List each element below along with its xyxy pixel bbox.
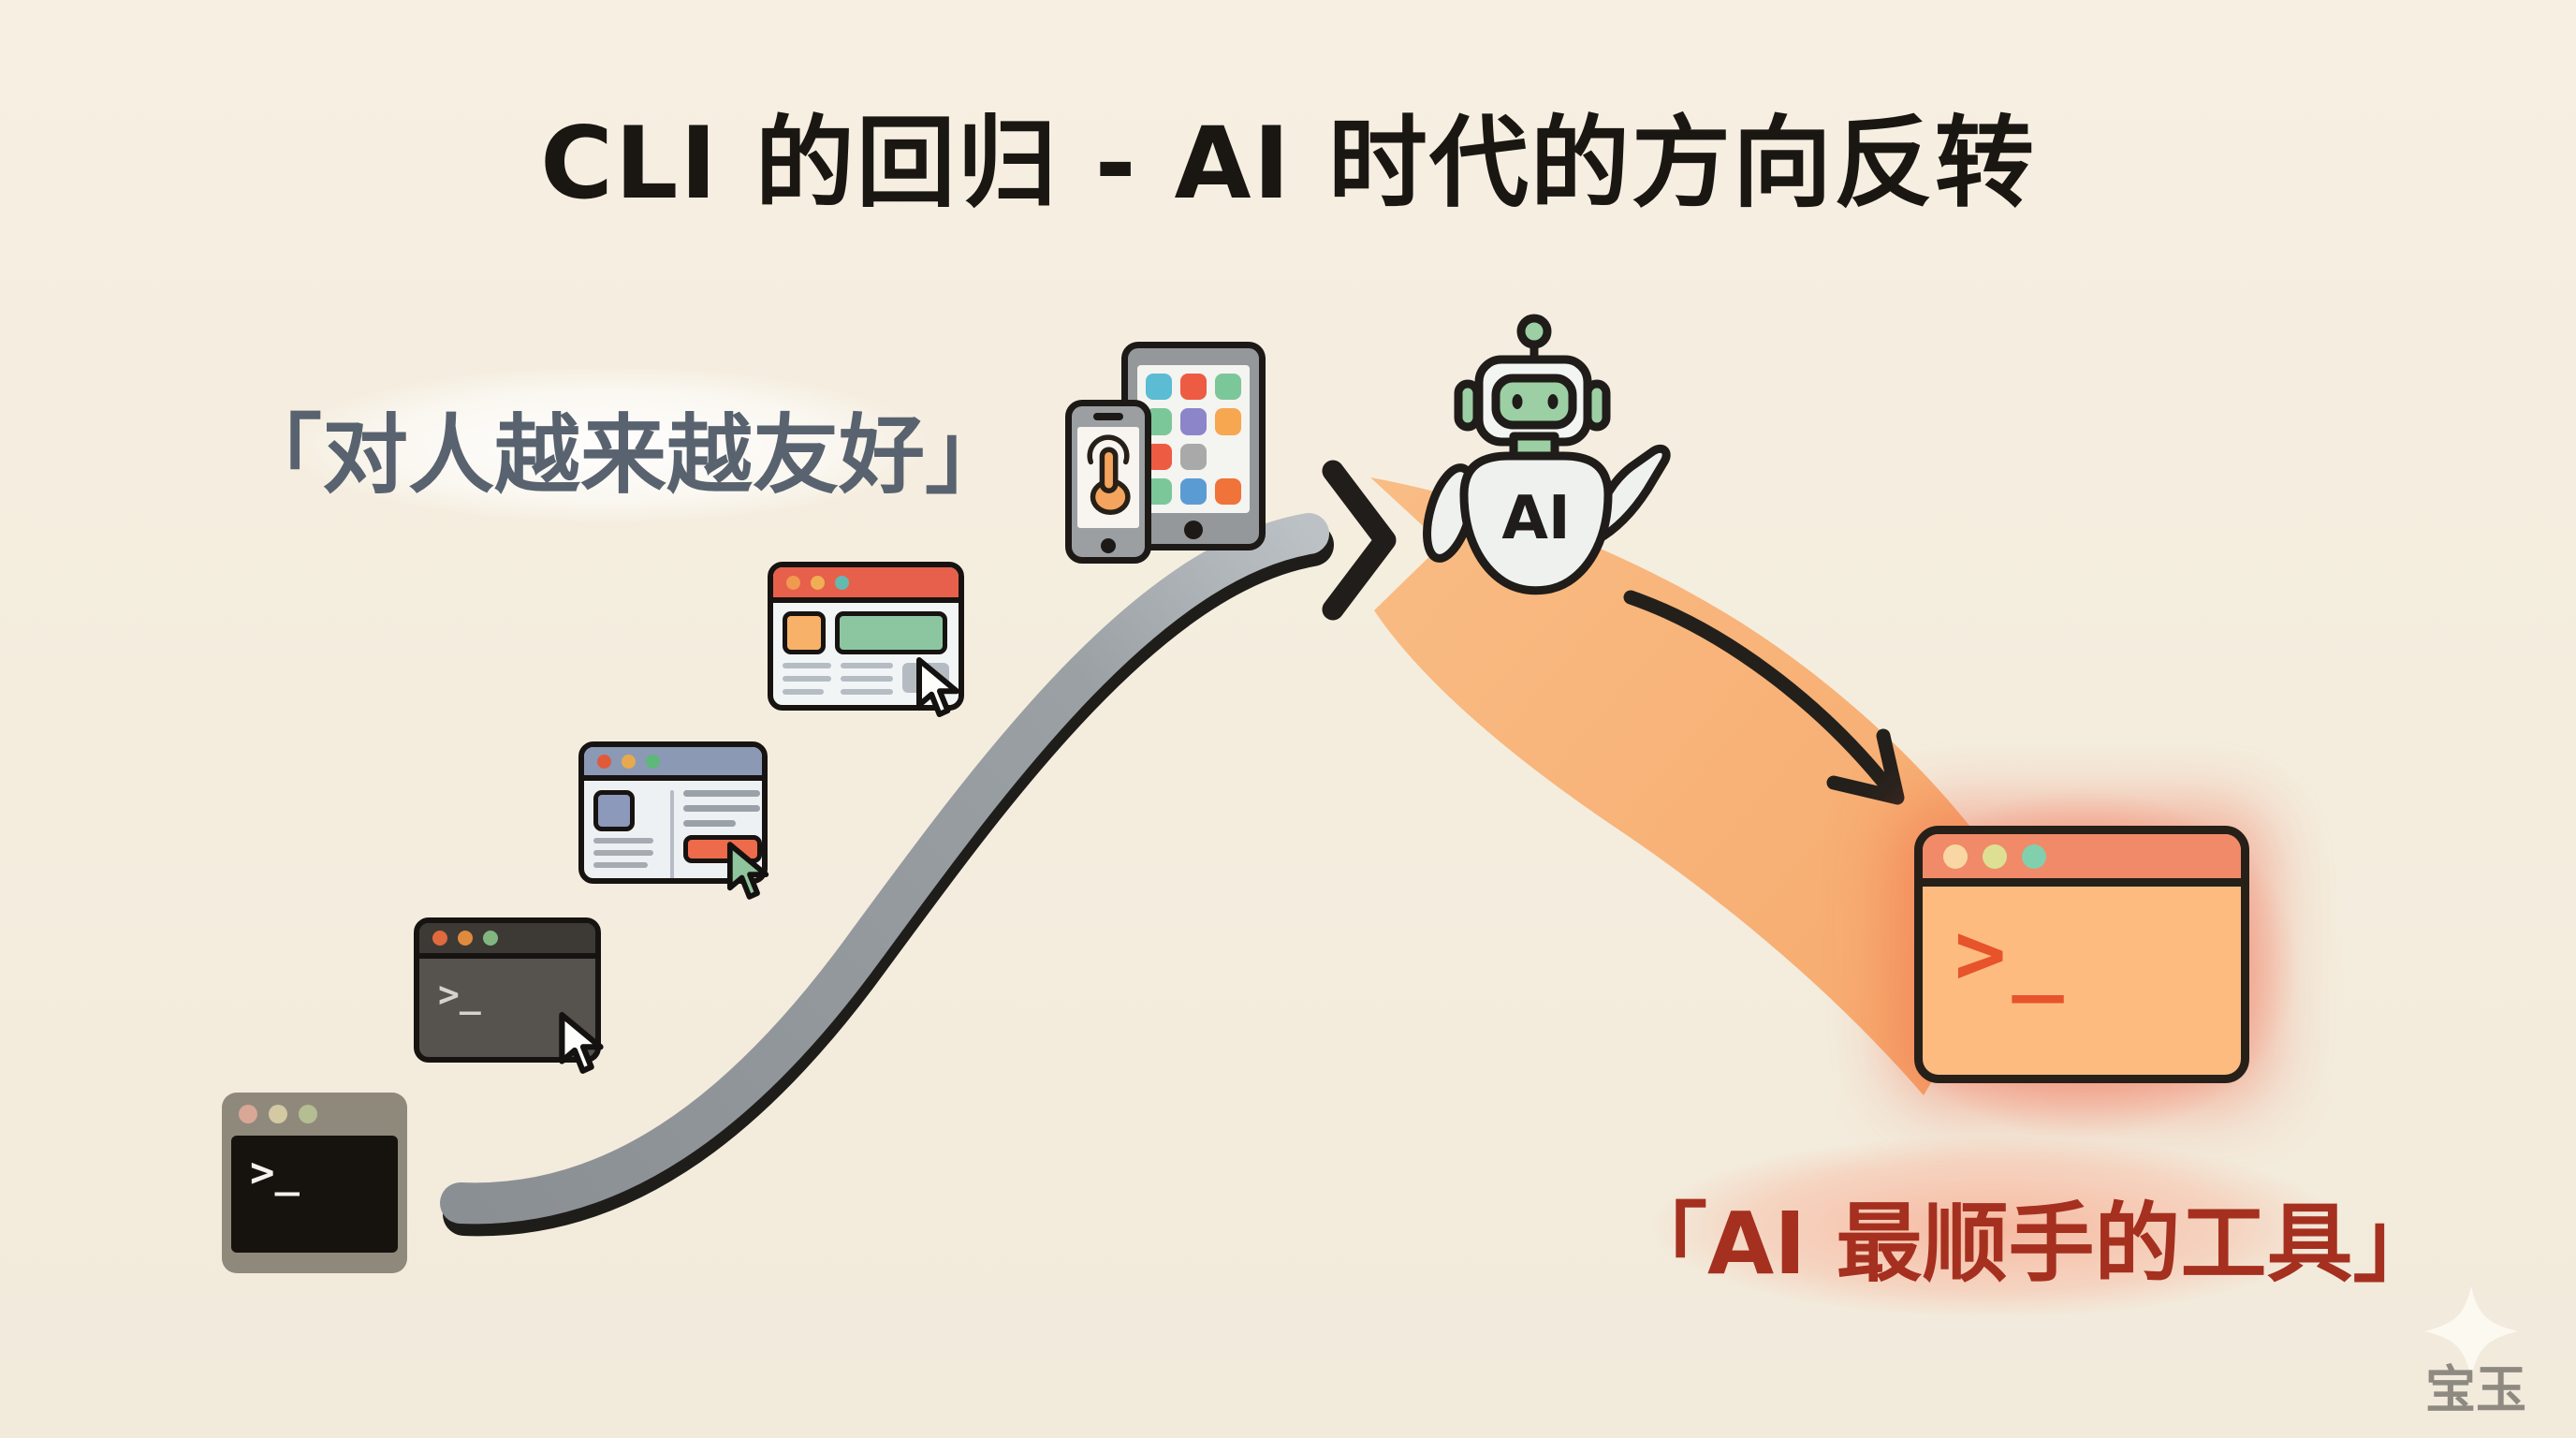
app-icon: [1180, 443, 1207, 470]
text-line: [593, 850, 653, 856]
terminal-window-highlight: >_: [1914, 826, 2249, 1083]
tap-hand-icon: [1087, 434, 1131, 516]
app-icon: [1180, 374, 1207, 401]
app-icon: [1215, 408, 1241, 435]
window-titlebar: [222, 1093, 407, 1136]
window-titlebar: [419, 923, 595, 959]
tablet-screen: [1137, 365, 1250, 513]
window-titlebar: [773, 567, 959, 603]
mouse-cursor-green-icon: [726, 842, 769, 900]
pane-divider: [670, 790, 674, 878]
image-placeholder: [783, 611, 826, 654]
phone-screen: [1077, 427, 1139, 528]
left-label-glow: [197, 345, 1020, 546]
phone-touch-icon: [1065, 400, 1151, 564]
text-line: [783, 663, 831, 668]
terminal-prompt: >_: [438, 974, 481, 1015]
mouse-cursor-icon: [916, 657, 959, 717]
app-icon: [1180, 408, 1207, 435]
window-dot-icon: [646, 754, 660, 769]
phone-speaker: [1093, 413, 1123, 420]
chevron-arrow-icon: [1322, 460, 1397, 621]
terminal-prompt: >_: [231, 1136, 398, 1253]
window-dot-icon: [2022, 844, 2046, 869]
window-dot-icon: [458, 931, 473, 946]
text-line: [783, 676, 831, 682]
adoption-s-curve: [440, 513, 1334, 1237]
page-title: CLI 的回归 - AI 时代的方向反转: [540, 106, 2036, 221]
app-icon: [1180, 477, 1207, 505]
text-line: [841, 663, 893, 668]
text-line: [593, 862, 648, 868]
window-titlebar: [584, 747, 762, 781]
window-dot-icon: [1943, 844, 1968, 869]
terminal-prompt: >_: [1954, 903, 2070, 1004]
window-dot-icon: [597, 754, 611, 769]
home-button: [1184, 521, 1203, 539]
window-dot-icon: [835, 575, 849, 590]
text-line: [841, 676, 893, 682]
text-line: [841, 689, 893, 695]
window-dot-icon: [269, 1105, 287, 1123]
window-dot-icon: [786, 575, 800, 590]
text-line: [593, 838, 653, 844]
window-dot-icon: [622, 754, 636, 769]
window-dot-icon: [811, 575, 825, 590]
orange-band: [1370, 477, 2031, 1095]
window-dot-icon: [299, 1105, 317, 1123]
app-icon: [1146, 374, 1172, 401]
app-icon: [1215, 374, 1241, 401]
app-icon: [1215, 477, 1241, 505]
label-human-friendly: 「对人越来越友好」: [236, 405, 1012, 506]
ai-robot-icon: AI: [1423, 314, 1671, 595]
down-curved-arrow-icon: [1623, 590, 1905, 805]
text-line: [683, 790, 760, 797]
window-dot-icon: [239, 1105, 257, 1123]
home-button: [1101, 538, 1116, 553]
robot-badge: AI: [1501, 484, 1570, 553]
browser-window-content: [773, 603, 959, 703]
app-thumbnail: [593, 790, 635, 831]
label-ai-handy-tool: 「AI 最顺手的工具」: [1621, 1194, 2439, 1294]
window-titlebar: [1923, 834, 2241, 887]
window-dot-icon: [483, 931, 498, 946]
watermark: 宝玉: [2425, 1360, 2526, 1419]
text-line: [683, 820, 736, 827]
terminal-window-dark: >_: [222, 1093, 407, 1273]
text-line: [783, 689, 824, 695]
window-dot-icon: [432, 931, 447, 946]
window-dot-icon: [1983, 844, 2007, 869]
app-icon-empty: [1215, 444, 1241, 470]
sparkle-icon: [2424, 1286, 2518, 1378]
text-line: [683, 805, 760, 812]
mouse-cursor-icon: [559, 1012, 604, 1074]
hero-banner: [835, 611, 947, 654]
